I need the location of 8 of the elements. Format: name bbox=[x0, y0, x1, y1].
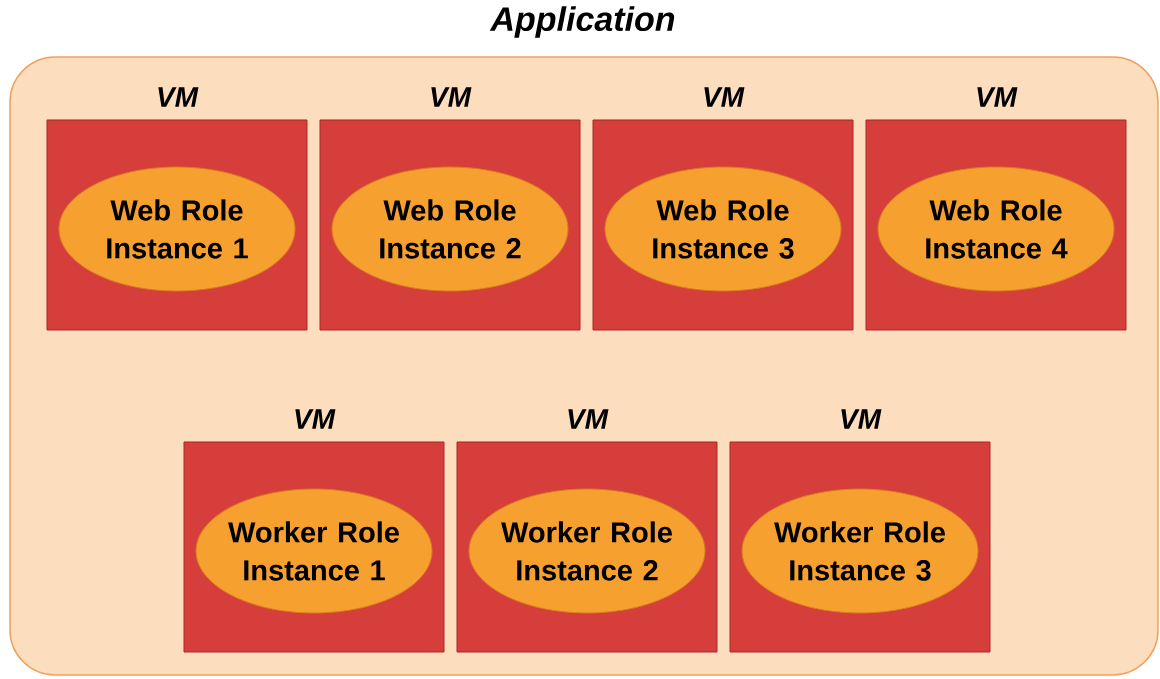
vm-label: VM bbox=[568, 409, 609, 429]
vm-label: VM bbox=[841, 409, 882, 429]
container-title: Application bbox=[489, 6, 675, 38]
vm-label: VM bbox=[704, 87, 745, 107]
vm-label: VM bbox=[158, 87, 199, 107]
vm-label: VM bbox=[295, 409, 336, 429]
vm-label: VM bbox=[431, 87, 472, 107]
vm-label: VM bbox=[977, 87, 1018, 107]
